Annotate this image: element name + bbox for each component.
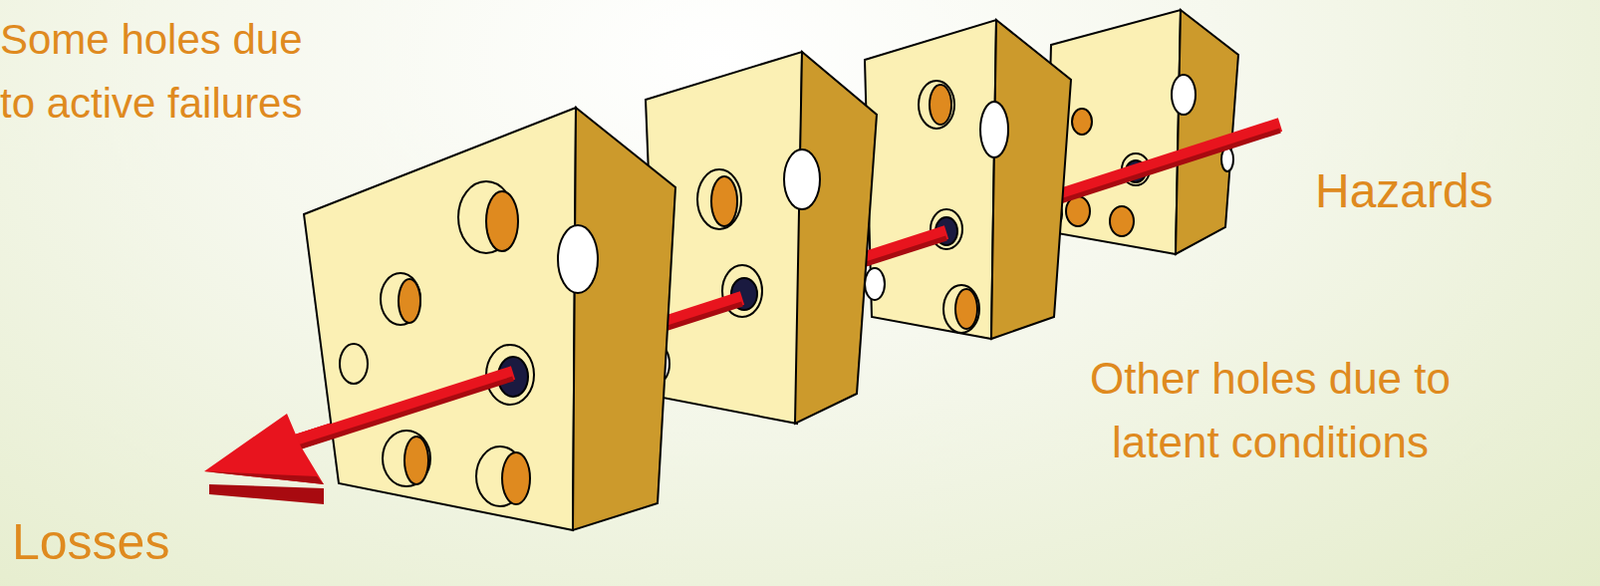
annotation-label: Some holes due to active failures — [0, 7, 419, 136]
cheese-slice — [645, 51, 877, 424]
cheese-slice — [303, 107, 676, 531]
cheese-slice — [864, 19, 1071, 339]
annotation-label: Hazards — [1315, 159, 1595, 224]
annotation-label: Losses — [11, 510, 311, 574]
cheese-slice — [1046, 9, 1239, 255]
hazard-arrow — [204, 372, 514, 505]
annotation-label: Other holes due to latent conditions — [1031, 346, 1510, 475]
